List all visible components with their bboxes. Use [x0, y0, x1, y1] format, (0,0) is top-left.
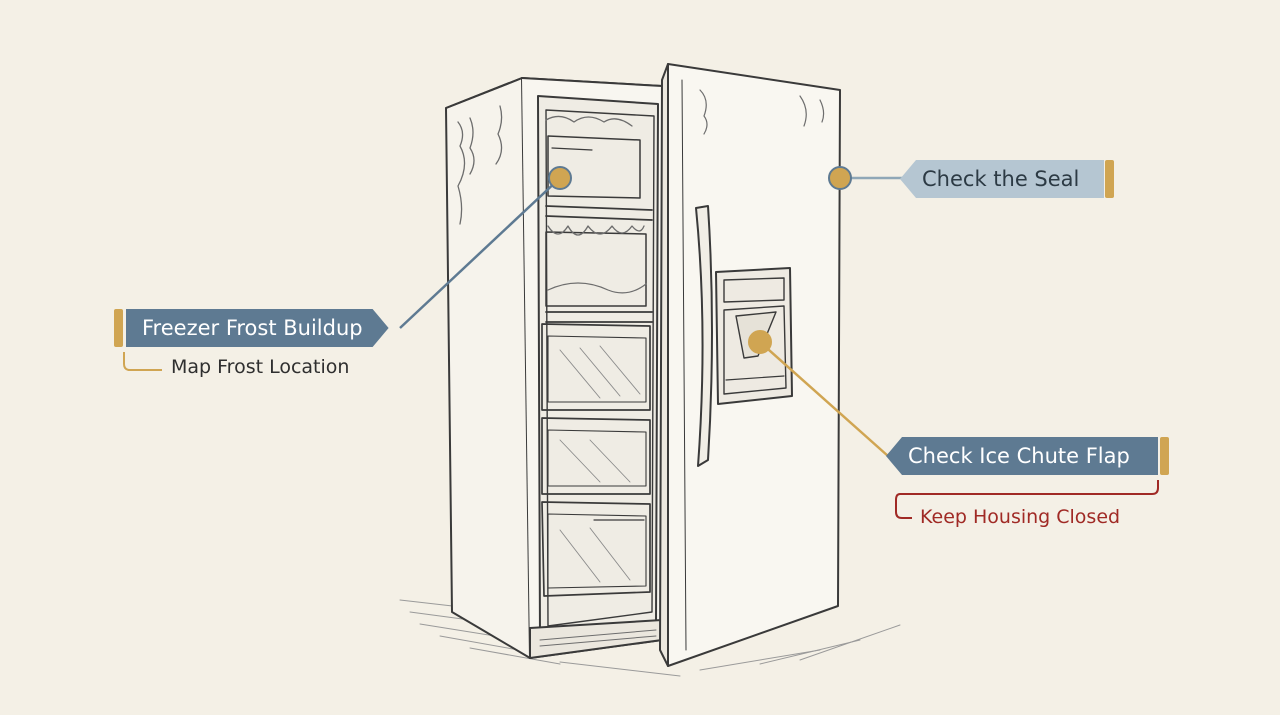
- marker-ice-chute: [748, 330, 772, 354]
- second-bin: [545, 231, 647, 307]
- top-bin: [547, 135, 641, 199]
- door-handle: [695, 205, 713, 467]
- leader-line-frost: [399, 177, 561, 329]
- leader-line-chute: [759, 341, 889, 457]
- callout-freezer-frost: Freezer Frost Buildup: [126, 309, 389, 347]
- callout-ice-chute-label: Check Ice Chute Flap: [908, 444, 1130, 468]
- callout-ice-chute: Check Ice Chute Flap: [886, 437, 1158, 475]
- accent-bar-frost: [114, 309, 123, 347]
- callout-seal-label: Check the Seal: [922, 167, 1080, 191]
- bracket-frost: [123, 352, 162, 371]
- freezer-shelves: [545, 205, 653, 323]
- marker-freezer-frost: [548, 166, 572, 190]
- callout-freezer-frost-label: Freezer Frost Buildup: [142, 316, 363, 340]
- accent-bar-seal: [1105, 160, 1114, 198]
- bracket-chute: [895, 480, 1159, 519]
- floor-shadow: [399, 599, 901, 677]
- sublabel-map-frost: Map Frost Location: [171, 356, 350, 378]
- sublabel-keep-housing: Keep Housing Closed: [920, 506, 1121, 528]
- callout-seal: Check the Seal: [900, 160, 1104, 198]
- marker-seal: [828, 166, 852, 190]
- accent-bar-chute: [1160, 437, 1169, 475]
- cabinet-side: [445, 77, 531, 659]
- freezer-drawers: [541, 323, 651, 597]
